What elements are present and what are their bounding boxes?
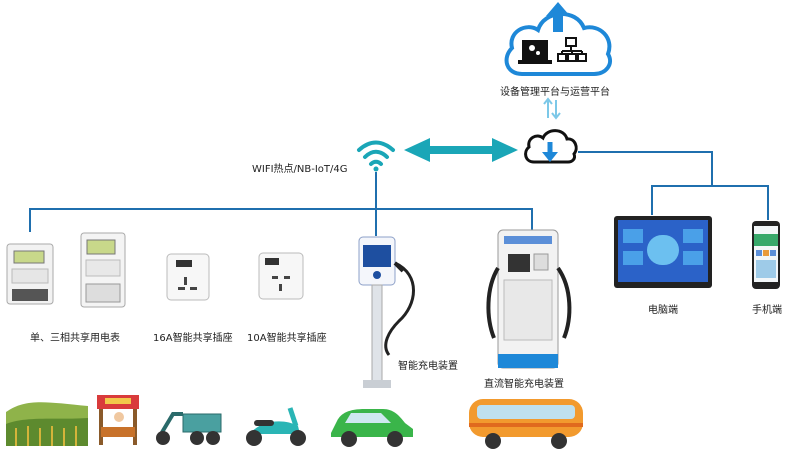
dc-charger-label: 直流智能充电装置	[484, 379, 564, 390]
socket10-label: 10A智能共享插座	[247, 333, 327, 344]
pc-monitor-icon	[614, 216, 712, 288]
single-phase-meter-icon	[6, 243, 54, 305]
wifi-label: WIFI热点/NB-IoT/4G	[252, 164, 348, 175]
vertical-exchange-arrows	[543, 97, 561, 120]
car-illustration	[331, 409, 413, 447]
three-phase-meter-icon	[80, 232, 126, 308]
bus-illustration	[469, 399, 583, 449]
phone-label: 手机端	[752, 305, 782, 316]
charger-label: 智能充电装置	[398, 361, 458, 372]
farmland-illustration	[6, 402, 88, 446]
socket16-label: 16A智能共享插座	[153, 333, 233, 344]
socket-16a-icon	[166, 253, 210, 301]
market-stall-illustration	[97, 395, 139, 445]
bidirectional-arrow	[404, 138, 518, 162]
cloud-download-icon	[524, 129, 578, 164]
scooter-illustration	[246, 407, 306, 446]
platform-cloud-icon	[504, 2, 613, 76]
ac-charger-icon	[358, 236, 415, 388]
cloud-to-terminals-line	[578, 151, 769, 220]
electric-tricycle-illustration	[156, 412, 222, 445]
pc-label: 电脑端	[648, 305, 678, 316]
platform-label: 设备管理平台与运营平台	[500, 87, 610, 98]
phone-icon	[752, 221, 780, 289]
socket-10a-icon	[258, 252, 304, 300]
meter-label: 单、三相共享用电表	[30, 333, 120, 344]
dc-charger-icon	[486, 229, 572, 369]
device-bus-line	[29, 208, 533, 232]
wifi-icon	[357, 140, 395, 172]
